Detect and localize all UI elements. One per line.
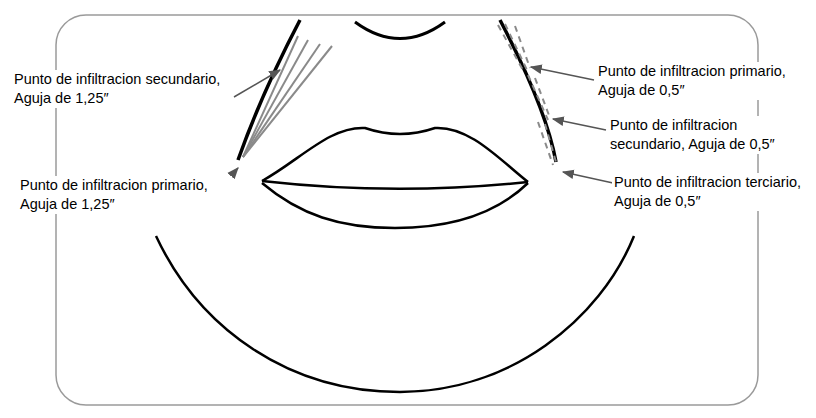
leader-arrows — [225, 67, 613, 183]
right-needle-paths — [498, 24, 556, 165]
left-needle-paths — [243, 36, 332, 157]
callout-label: Punto de infiltracion terciario, Aguja d… — [612, 173, 812, 211]
nose — [355, 22, 445, 39]
callout-label: Punto de infiltracion primario, Aguja de… — [596, 62, 805, 100]
right-nasolabial-fold — [500, 20, 556, 162]
callout-label: Punto de infiltracion primario, Aguja de… — [18, 176, 232, 214]
callout-label: Punto de infiltracion secundario, Aguja … — [608, 116, 812, 154]
chin — [156, 236, 634, 392]
upper-lip — [262, 128, 528, 182]
lower-lip — [262, 183, 528, 228]
lip-line — [262, 181, 528, 189]
callout-label: Punto de infiltracion secundario, Aguja … — [12, 70, 231, 108]
